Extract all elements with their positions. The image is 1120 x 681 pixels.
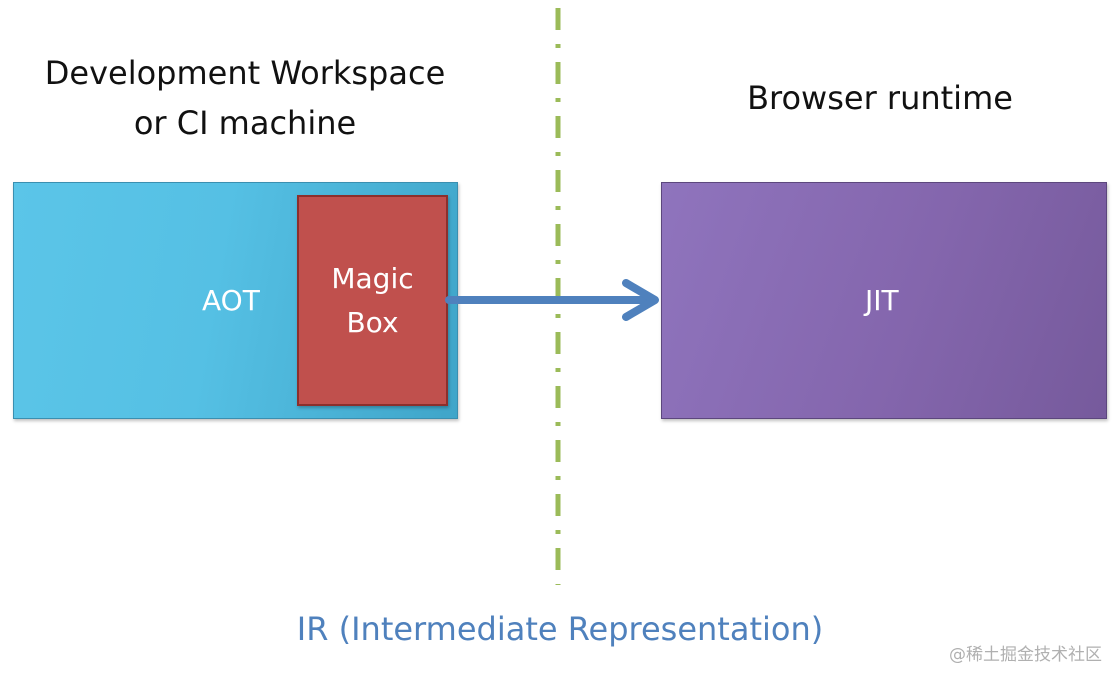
magic-box-line-1: Magic <box>331 261 414 295</box>
left-heading-line-2: or CI machine <box>133 104 357 142</box>
jit-label: JIT <box>865 284 899 317</box>
jit-box <box>661 182 1107 419</box>
browser-runtime-heading: Browser runtime <box>747 79 1013 117</box>
aot-label: AOT <box>202 284 260 317</box>
ir-label: IR (Intermediate Representation) <box>296 610 824 648</box>
magic-box: Magic Box <box>297 195 448 406</box>
magic-box-line-2: Box <box>346 305 399 339</box>
watermark: @稀土掘金技术社区 <box>949 645 1102 665</box>
development-workspace-heading: Development Workspace or CI machine <box>10 48 480 148</box>
ir-arrow <box>445 279 659 321</box>
left-heading-line-1: Development Workspace <box>44 54 446 92</box>
